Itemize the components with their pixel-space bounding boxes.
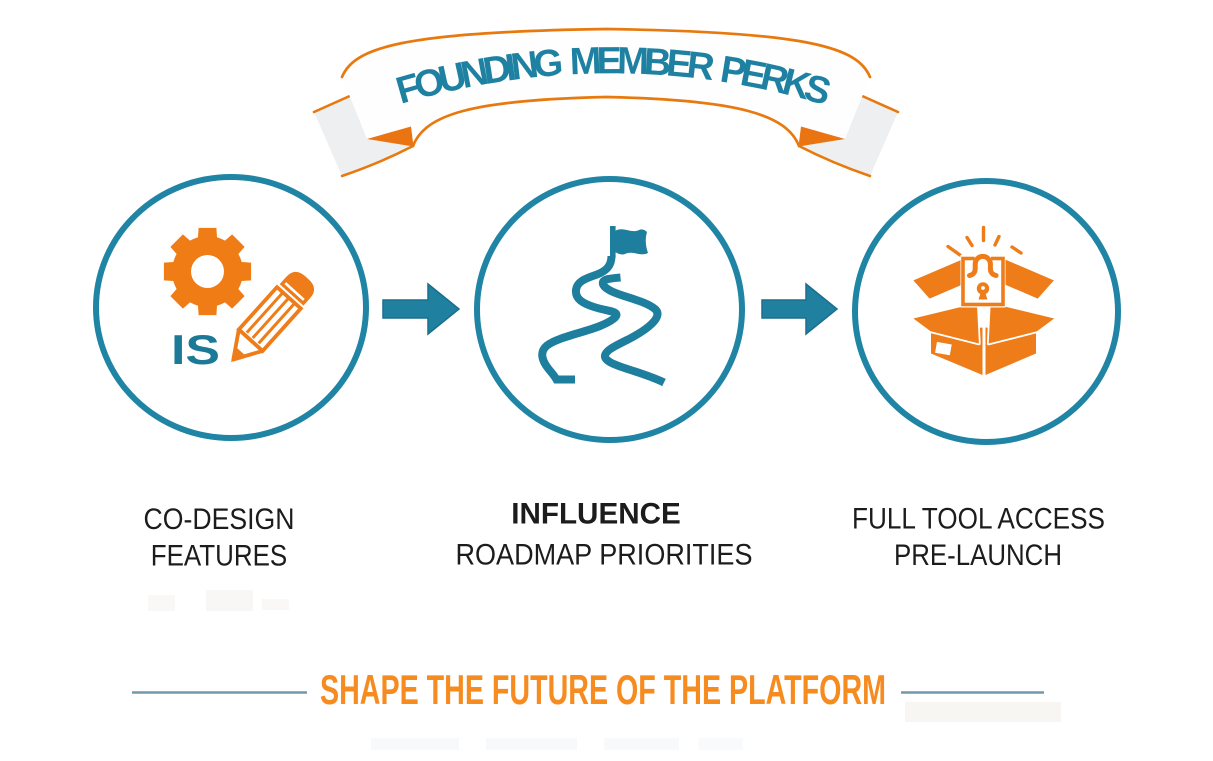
svg-text:PRE-LAUNCH: PRE-LAUNCH — [894, 539, 1062, 572]
svg-text:INFLUENCE: INFLUENCE — [511, 498, 681, 531]
svg-text:FULL TOOL ACCESS: FULL TOOL ACCESS — [852, 503, 1105, 536]
svg-text:SHAPE THE FUTURE OF THE PLATFO: SHAPE THE FUTURE OF THE PLATFORM — [320, 666, 886, 713]
svg-text:ROADMAP PRIORITIES: ROADMAP PRIORITIES — [456, 539, 753, 572]
svg-text:IS: IS — [171, 326, 220, 373]
svg-text:CO-DESIGN: CO-DESIGN — [144, 503, 295, 536]
svg-text:FEATURES: FEATURES — [151, 540, 288, 573]
